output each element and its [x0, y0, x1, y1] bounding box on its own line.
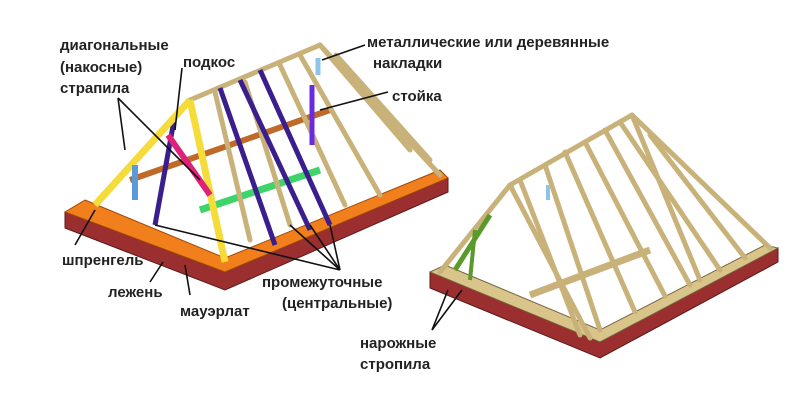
left-lezhen	[198, 166, 322, 214]
left-intermediate-rafters	[152, 68, 333, 246]
right-lezhen	[528, 246, 652, 299]
label-diagonal-3: страпила	[60, 80, 130, 97]
label-corner-2: стропила	[360, 356, 431, 373]
leader-lines	[74, 44, 463, 331]
label-overlays-2: накладки	[373, 55, 442, 72]
right-corner-rafter-2	[468, 229, 477, 281]
right-rafters	[437, 112, 773, 341]
label-overlays-1: металлические или деревянные	[367, 34, 609, 51]
left-diagonal-rafter-1	[92, 97, 193, 208]
right-mauerlat	[428, 244, 780, 343]
label-intermediate-1: промежуточные	[262, 274, 382, 291]
left-diagonal-rafter-2	[186, 99, 229, 263]
labels: диагональные (накосные) страпила подкос …	[60, 34, 609, 373]
right-roof	[428, 112, 780, 359]
label-lezhen: лежень	[108, 284, 163, 301]
left-podkos	[165, 133, 213, 197]
label-diagonal-1: диагональные	[60, 37, 169, 54]
label-corner-1: нарожные	[360, 335, 436, 352]
label-podkos: подкос	[183, 54, 235, 71]
label-diagonal-2: (накосные)	[60, 59, 142, 76]
label-intermediate-2: (центральные)	[282, 295, 392, 312]
label-shprengel: шпренгель	[62, 252, 143, 269]
label-mauerlat: мауэрлат	[180, 303, 250, 320]
label-stoyka: стойка	[392, 88, 442, 105]
